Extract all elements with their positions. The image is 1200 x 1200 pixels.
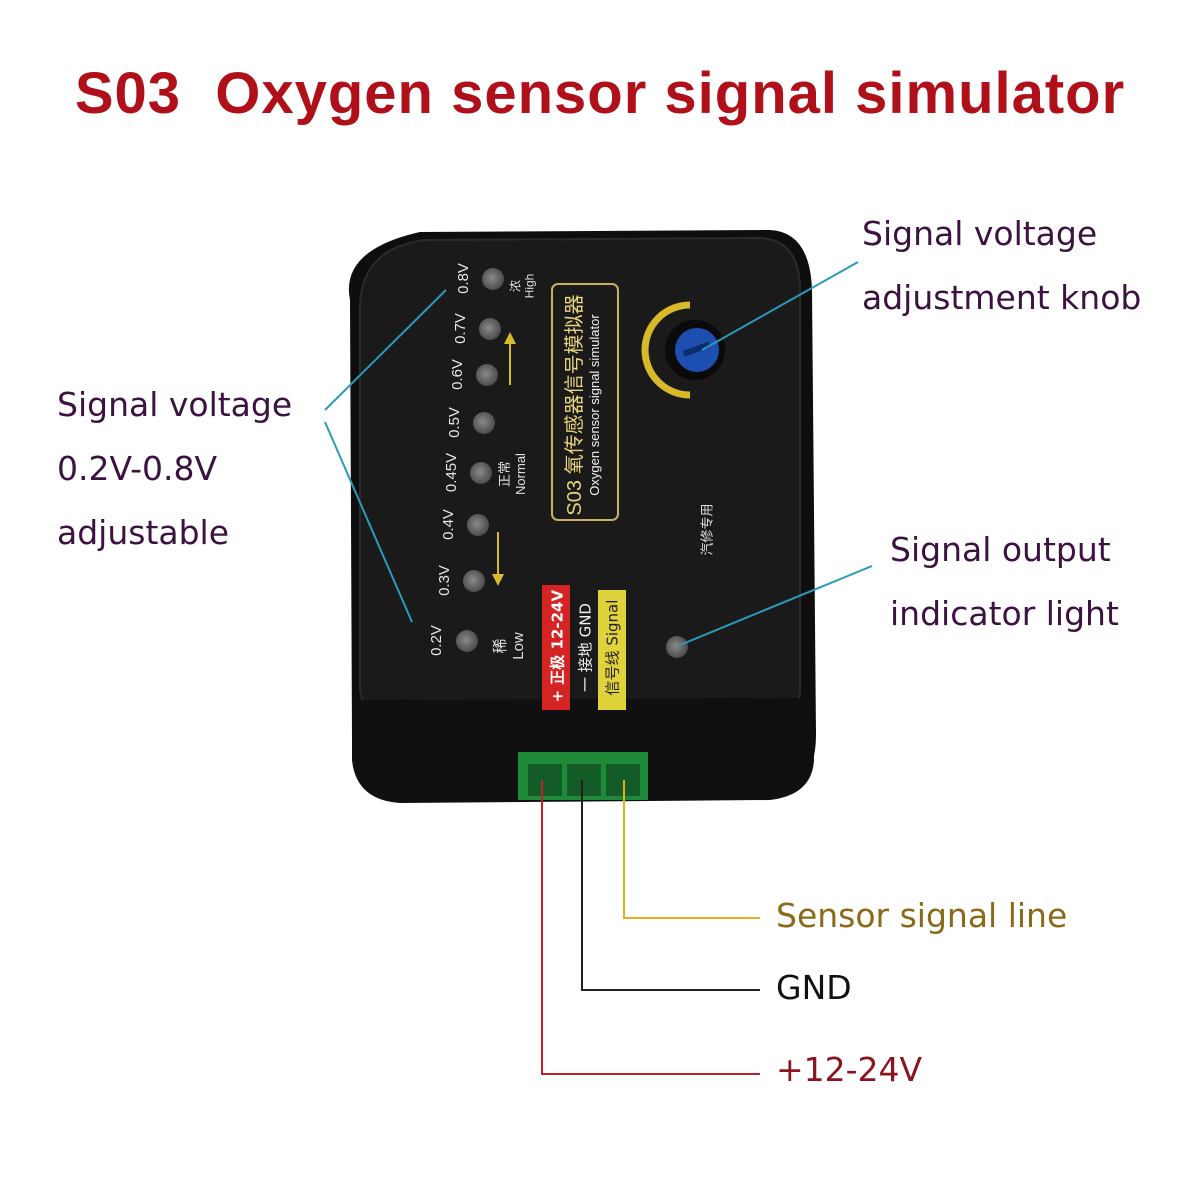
voltage-label-0.6v: 0.6V	[448, 359, 466, 390]
zone-high-en: High	[522, 273, 537, 299]
zone-low-label: 稀 Low	[492, 632, 528, 660]
wire-label-signal: Sensor signal line	[776, 896, 1068, 935]
callout-voltage-range-line-3: adjustable	[57, 513, 230, 552]
callout-voltage-range-line-1: Signal voltage	[57, 385, 293, 424]
signal-output-indicator-light	[666, 636, 688, 658]
led-0.4v	[467, 514, 489, 536]
wire-label-power: +12-24V	[776, 1050, 923, 1089]
voltage-label-0.8v: 0.8V	[454, 263, 472, 294]
arrow-down-icon	[492, 532, 504, 586]
zone-low-cn: 稀	[491, 638, 509, 654]
terminal-label-positive: + 正极 12-24V	[548, 589, 567, 703]
zone-high-label: 浓 High	[508, 274, 536, 299]
callout-indicator-line-2: indicator light	[890, 594, 1119, 633]
callout-voltage-range-line-2: 0.2V-0.8V	[57, 449, 218, 488]
voltage-label-0.3v: 0.3V	[435, 565, 453, 596]
callout-knob: Signal voltage adjustment knob	[862, 202, 1141, 330]
repair-use-text: 汽修专用	[700, 503, 716, 556]
device-label-cn: S03 氧传感器信号模拟器	[564, 294, 586, 516]
voltage-label-0.7v: 0.7V	[451, 313, 469, 344]
led-0.5v	[473, 412, 495, 434]
callout-indicator-line-1: Signal output	[890, 530, 1111, 569]
zone-normal-en: Normal	[512, 453, 528, 495]
led-0.3v	[463, 570, 485, 592]
voltage-label-0.5v: 0.5V	[445, 407, 463, 438]
callout-indicator: Signal output indicator light	[890, 518, 1119, 646]
terminal-label-gnd: 一 接地 GND	[576, 603, 595, 692]
callout-knob-line-2: adjustment knob	[862, 278, 1142, 317]
callout-knob-line-1: Signal voltage	[862, 214, 1098, 253]
terminal-label-signal: 信号线 Signal	[603, 599, 622, 696]
zone-normal-cn: 正常	[496, 461, 512, 488]
wire-label-gnd: GND	[776, 968, 852, 1007]
arrow-up-icon	[504, 332, 516, 385]
led-0.8v	[482, 268, 504, 290]
led-0.7v	[479, 318, 501, 340]
led-0.6v	[476, 364, 498, 386]
device-label-en: Oxygen sensor signal simulator	[587, 314, 602, 496]
led-0.2v	[456, 630, 478, 652]
voltage-label-0.2v: 0.2V	[427, 625, 445, 656]
zone-high-cn: 浓	[508, 280, 523, 293]
voltage-label-0.4v: 0.4V	[439, 509, 457, 540]
device-label: S03 氧传感器信号模拟器 Oxygen sensor signal simul…	[564, 290, 605, 520]
page-title: S03 Oxygen sensor signal simulator	[74, 61, 1126, 126]
zone-normal-label: 正常 Normal	[497, 453, 529, 495]
voltage-label-0.45v: 0.45V	[443, 452, 461, 493]
zone-low-en: Low	[509, 632, 527, 660]
callout-voltage-range: Signal voltage 0.2V-0.8V adjustable	[57, 373, 292, 565]
led-0.45v	[470, 462, 492, 484]
